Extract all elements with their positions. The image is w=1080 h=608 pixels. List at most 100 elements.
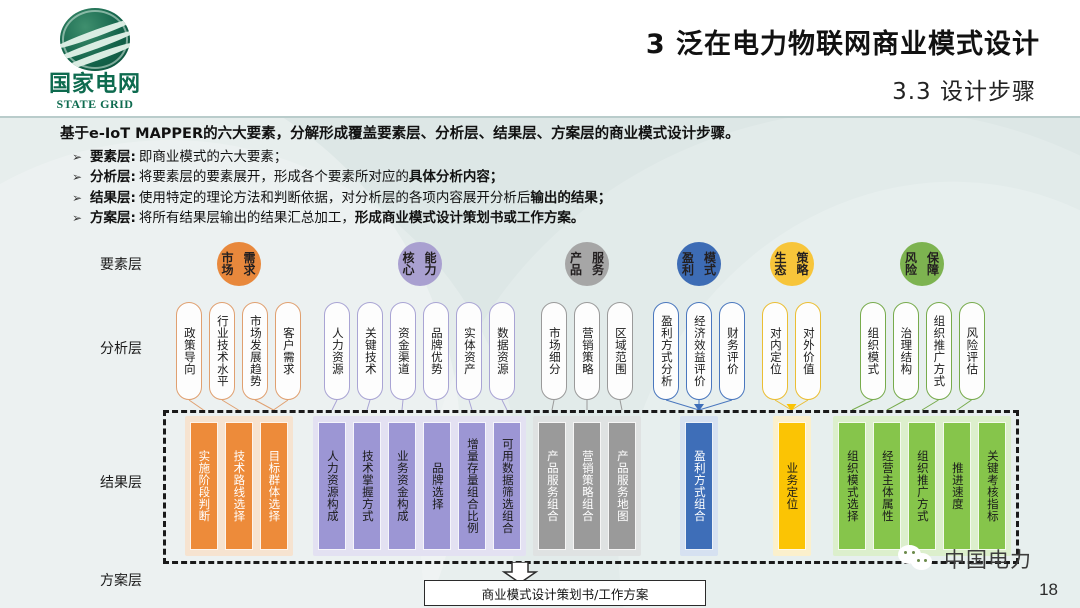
element-oval-line: 服务 <box>591 251 604 277</box>
element-oval-line: 模式 <box>703 251 716 277</box>
intro-body-emphasis: 输出的结果； <box>530 189 612 206</box>
layer-label-element: 要素层 <box>100 257 142 273</box>
intro-body-plain: 将要素层的要素展开，形成各个要素所对应的 <box>138 169 409 186</box>
slide-header: 国家电网 STATE GRID 3 泛在电力物联网商业模式设计 3.3 设计步骤 <box>0 0 1080 118</box>
page-subtitle: 3.3 设计步骤 <box>892 79 1036 105</box>
result-item-core-capability[interactable]: 增量存量组合比例 <box>458 422 486 550</box>
result-item-profit-model[interactable]: 盈利方式组合 <box>685 422 713 550</box>
intro-bullet-row: ➢方案层:将所有结果层输出的结果汇总加工，形成商业模式设计策划书或工作方案。 <box>60 208 1020 228</box>
bullet-arrow-icon: ➢ <box>72 150 83 165</box>
analysis-item-eco-strategy[interactable]: 对外价值 <box>795 302 821 400</box>
intro-bullet-list: ➢ 要素层:即商业模式的六大要素； ➢ 分析层:将要素层的要素展开，形成各个要素所对应… <box>60 147 1020 228</box>
connector-line <box>921 399 939 411</box>
result-item-eco-strategy[interactable]: 业务定位 <box>777 422 806 550</box>
intro-body: 使用特定的理论方法和判断依据，对分析层的各项内容展开分析后输出的结果； <box>139 188 612 208</box>
intro-body-plain: 使用特定的理论方法和判断依据，对分析层的各项内容展开分析后 <box>138 189 531 206</box>
logo-english-name: STATE GRID <box>56 97 134 111</box>
analysis-item-risk-guarantee[interactable]: 组织推广方式 <box>925 302 952 400</box>
element-oval-eco-strategy[interactable]: 生态策略 <box>769 242 814 286</box>
connector-line <box>401 399 404 411</box>
element-oval-core-capability[interactable]: 核心能力 <box>397 242 442 286</box>
result-item-risk-guarantee[interactable]: 推进速度 <box>943 422 971 550</box>
analysis-item-market-demand[interactable]: 客户需求 <box>275 302 301 400</box>
page-title: 3 泛在电力物联网商业模式设计 <box>645 29 1040 60</box>
globe-icon <box>60 8 130 71</box>
result-item-product-service[interactable]: 产品服务组合 <box>538 422 566 550</box>
analysis-item-product-service[interactable]: 区域范围 <box>607 302 633 400</box>
business-model-diagram: 要素层 分析层 结果层 方案层 政策导向行业技术水平市场发展趋势客户需求人力资源… <box>0 232 1080 608</box>
analysis-item-risk-guarantee[interactable]: 风险评估 <box>958 302 985 400</box>
intro-lead-line: 基于e-IoT MAPPER的六大要素，分解形成覆盖要素层、分析层、结果层、方案… <box>60 126 740 142</box>
analysis-item-core-capability[interactable]: 数据资源 <box>489 302 515 400</box>
down-arrow-icon <box>501 562 539 584</box>
result-item-core-capability[interactable]: 可用数据筛选组合 <box>493 422 521 550</box>
layer-label-plan: 方案层 <box>100 573 142 589</box>
analysis-item-market-demand[interactable]: 行业技术水平 <box>209 302 235 400</box>
connector-line <box>435 399 438 411</box>
analysis-item-risk-guarantee[interactable]: 治理结构 <box>892 302 919 400</box>
intro-body-plain: 即商业模式的六大要素； <box>138 149 288 166</box>
connector-line <box>331 399 338 411</box>
result-item-risk-guarantee[interactable]: 经营主体属性 <box>873 422 901 550</box>
intro-body: 将要素层的要素展开，形成各个要素所对应的具体分析内容； <box>139 167 504 187</box>
analysis-item-market-demand[interactable]: 市场发展趋势 <box>242 302 268 400</box>
connector-line <box>665 399 700 411</box>
intro-bullet-row: ➢结果层:使用特定的理论方法和判断依据，对分析层的各项内容展开分析后输出的结果； <box>60 188 1020 208</box>
element-oval-product-service[interactable]: 产品服务 <box>565 242 609 286</box>
result-item-core-capability[interactable]: 品牌选择 <box>423 422 451 550</box>
result-item-core-capability[interactable]: 人力资源构成 <box>318 422 346 550</box>
intro-term: 分析层: <box>90 169 136 186</box>
intro-term: 要素层: <box>90 149 136 166</box>
element-oval-line: 保障 <box>926 251 939 277</box>
result-item-risk-guarantee[interactable]: 组织推广方式 <box>908 422 936 550</box>
state-grid-logo: 国家电网 STATE GRID <box>30 8 160 112</box>
connector-line <box>273 399 289 411</box>
result-item-product-service[interactable]: 产品服务地图 <box>608 422 636 550</box>
connector-line <box>188 399 204 411</box>
result-layer-boundary <box>163 410 1019 564</box>
result-item-core-capability[interactable]: 技术掌握方式 <box>353 422 381 550</box>
element-oval-line: 核心 <box>402 251 415 277</box>
intro-body-emphasis: 形成商业模式设计策划书或工作方案。 <box>354 209 585 226</box>
result-item-risk-guarantee[interactable]: 关键考核指标 <box>978 422 1006 550</box>
analysis-item-core-capability[interactable]: 人力资源 <box>324 302 350 400</box>
analysis-item-profit-model[interactable]: 盈利方式分析 <box>653 302 679 400</box>
element-oval-market-demand[interactable]: 市场需求 <box>216 242 261 286</box>
analysis-item-profit-model[interactable]: 经济效益评价 <box>686 302 712 400</box>
analysis-item-profit-model[interactable]: 财务评价 <box>719 302 745 400</box>
element-oval-line: 产品 <box>569 251 582 277</box>
element-oval-line: 策略 <box>796 251 809 277</box>
bullet-arrow-icon: ➢ <box>72 210 83 225</box>
result-item-market-demand[interactable]: 目标群体选择 <box>259 422 288 550</box>
element-oval-line: 盈利 <box>681 251 694 277</box>
result-group-tint <box>313 416 526 556</box>
analysis-item-core-capability[interactable]: 品牌优势 <box>423 302 449 400</box>
intro-body-emphasis: 具体分析内容； <box>408 169 504 186</box>
connector-line <box>886 399 906 411</box>
intro-body-plain: 将所有结果层输出的结果汇总加工， <box>138 209 355 226</box>
element-oval-line: 能力 <box>424 251 437 277</box>
analysis-item-core-capability[interactable]: 实体资产 <box>456 302 482 400</box>
element-oval-profit-model[interactable]: 盈利模式 <box>677 242 721 286</box>
result-item-core-capability[interactable]: 业务资金构成 <box>388 422 416 550</box>
intro-body: 即商业模式的六大要素； <box>139 147 288 167</box>
analysis-item-risk-guarantee[interactable]: 组织模式 <box>859 302 886 400</box>
element-oval-line: 需求 <box>243 251 256 277</box>
result-item-risk-guarantee[interactable]: 组织模式选择 <box>838 422 866 550</box>
analysis-item-product-service[interactable]: 营销策略 <box>574 302 600 400</box>
analysis-item-core-capability[interactable]: 关键技术 <box>357 302 383 400</box>
analysis-item-eco-strategy[interactable]: 对内定位 <box>762 302 788 400</box>
connector-line <box>366 399 371 411</box>
element-oval-risk-guarantee[interactable]: 风险保障 <box>900 242 944 286</box>
connector-line <box>619 399 623 411</box>
element-oval-line: 市场 <box>221 251 234 277</box>
intro-bullet-row: ➢ 要素层:即商业模式的六大要素； <box>60 147 1020 167</box>
analysis-item-market-demand[interactable]: 政策导向 <box>176 302 202 400</box>
analysis-item-core-capability[interactable]: 资金渠道 <box>390 302 416 400</box>
result-item-market-demand[interactable]: 实施阶段判断 <box>189 422 218 550</box>
connector-line <box>851 399 873 411</box>
result-item-product-service[interactable]: 营销策略组合 <box>573 422 601 550</box>
connector-line <box>254 399 274 411</box>
result-item-market-demand[interactable]: 技术路线选择 <box>224 422 253 550</box>
analysis-item-product-service[interactable]: 市场细分 <box>541 302 567 400</box>
